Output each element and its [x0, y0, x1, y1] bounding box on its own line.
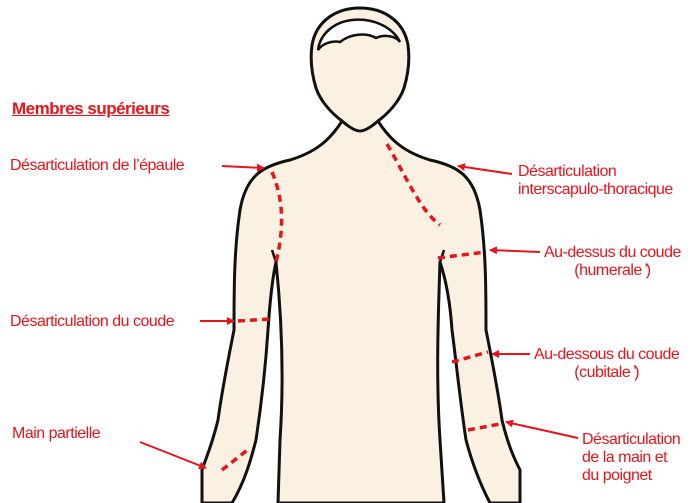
label-wrist-disarticulation: Désarticulation de la main et du poignet [582, 431, 680, 485]
label-line: du poignet [582, 467, 680, 485]
label-below-elbow: Au-dessous du coude (cubitale ̓) [534, 346, 679, 382]
label-line: interscapulo-thoracique [518, 181, 673, 199]
arrow-above-elbow [490, 250, 540, 252]
label-elbow-disarticulation: Désarticulation du coude [10, 313, 174, 331]
arrow-wrist [506, 422, 578, 438]
arrow-partial-hand [140, 442, 206, 468]
label-line: Désarticulation [518, 163, 673, 181]
label-shoulder-disarticulation: Désarticulation de l’épaule [10, 157, 184, 175]
label-line: Au-dessus du coude [544, 244, 681, 262]
label-line: (humerale ̓) [544, 262, 681, 280]
label-line: (cubitale ̓) [534, 364, 679, 382]
label-interscapulo-thoracic: Désarticulation interscapulo-thoracique [518, 163, 673, 199]
label-line: Désarticulation [582, 431, 680, 449]
label-partial-hand: Main partielle [12, 425, 100, 443]
arrow-shoulder [222, 166, 264, 168]
label-line: Au-dessous du coude [534, 346, 679, 364]
label-above-elbow: Au-dessus du coude (humerale ̓) [544, 244, 681, 280]
label-line: de la main et [582, 449, 680, 467]
arrow-interscapulo [458, 166, 512, 174]
cut-elbow [238, 319, 270, 321]
diagram-title: Membres supérieurs [12, 100, 169, 118]
body-silhouette [202, 121, 520, 503]
